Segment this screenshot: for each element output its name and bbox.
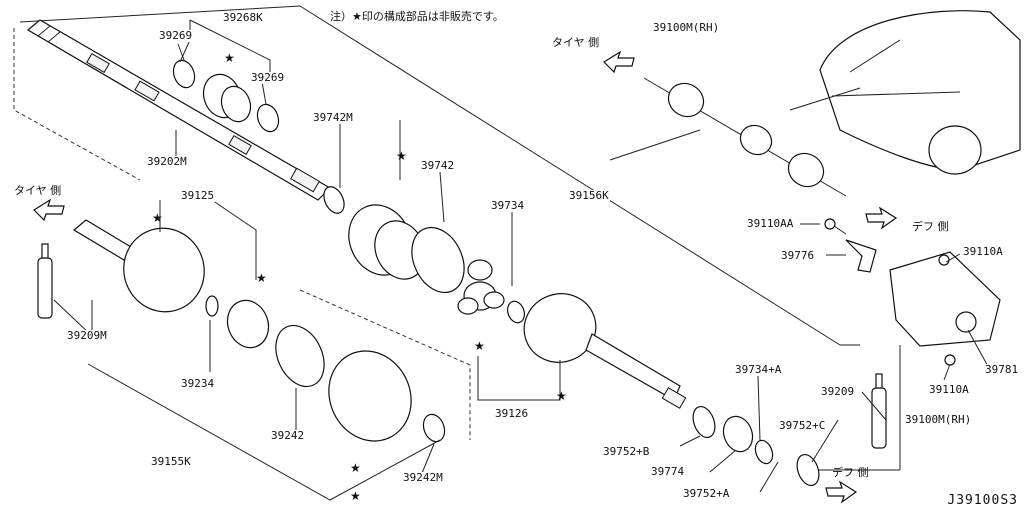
diff-side-label-bottom: デフ 側 [832, 466, 869, 479]
part-label-39100M-bottom: 39100M(RH) [904, 413, 973, 426]
tripod-39734 [457, 259, 526, 324]
clip-39776 [845, 239, 877, 273]
outer-joint-39155K [72, 219, 446, 443]
part-label-39110A: 39110A [962, 245, 1004, 258]
assembled-shaft-39100M [643, 77, 847, 197]
non-sale-stars: ★ ★ ★ ★ ★ ★ ★ ★ [152, 51, 567, 503]
part-label-39734A: 39734+A [734, 363, 783, 376]
part-label-39752A: 39752+A [682, 487, 731, 500]
star-mark: ★ [152, 211, 163, 225]
part-label-39269: 39269 [158, 29, 194, 42]
part-label-39209: 39209 [820, 385, 856, 398]
part-label-39742: 39742 [420, 159, 456, 172]
grease-tube-39209 [871, 373, 887, 449]
star-mark: ★ [256, 271, 267, 285]
bracket-39781 [889, 251, 1001, 366]
star-mark: ★ [474, 339, 485, 353]
part-label-39269: 39269 [250, 71, 286, 84]
vehicle-illustration [819, 10, 1021, 175]
shaft-39202M [26, 19, 331, 201]
part-label-39752B: 39752+B [602, 445, 651, 458]
part-label-39125: 39125 [180, 189, 216, 202]
grease-tube-39209M [37, 243, 53, 319]
part-label-39234: 39234 [180, 377, 216, 390]
star-mark: ★ [556, 389, 567, 403]
star-mark: ★ [350, 489, 361, 503]
tire-side-label-top: タイヤ 側 [552, 36, 600, 49]
part-label-39126: 39126 [494, 407, 530, 420]
housing-39126 [523, 293, 687, 409]
part-label-39781: 39781 [984, 363, 1020, 376]
diff-side-label-right: デフ 側 [912, 220, 949, 233]
part-label-39209M: 39209M [66, 329, 108, 342]
part-label-39776: 39776 [780, 249, 816, 262]
group-boundary-lines [13, 5, 901, 471]
part-label-39110AA: 39110AA [746, 217, 795, 230]
part-label-39242: 39242 [270, 429, 306, 442]
direction-arrows [33, 50, 898, 504]
bearing-stack-39774 [692, 405, 820, 487]
part-label-39110A: 39110A [928, 383, 970, 396]
part-label-39742M: 39742M [312, 111, 354, 124]
star-mark: ★ [396, 149, 407, 163]
part-label-39155K: 39155K [150, 455, 192, 468]
star-mark: ★ [350, 461, 361, 475]
non-sale-note: 注）★印の構成部品は非販売です。 [330, 10, 504, 23]
bolt-39110AA [824, 218, 847, 235]
reference-code: J39100S3 [947, 493, 1018, 508]
boot-kit-39268K [172, 59, 280, 133]
part-label-39752C: 39752+C [778, 419, 827, 432]
part-label-39242M: 39242M [402, 471, 444, 484]
part-label-39774: 39774 [650, 465, 686, 478]
star-mark: ★ [224, 51, 235, 65]
leader-lines [53, 19, 991, 501]
part-label-39734: 39734 [490, 199, 526, 212]
tire-side-label-left: タイヤ 側 [14, 184, 62, 197]
part-label-39268K: 39268K [222, 11, 264, 24]
part-label-39202M: 39202M [146, 155, 188, 168]
part-label-39100M-top: 39100M(RH) [652, 21, 721, 34]
boot-39742 [323, 186, 465, 294]
part-label-39156K: 39156K [568, 189, 610, 202]
